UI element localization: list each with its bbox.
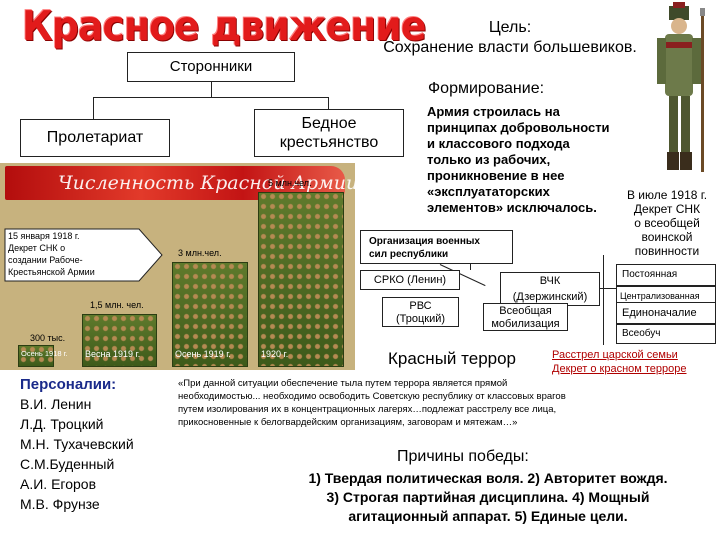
connector [603, 255, 604, 345]
formation-line: Армия строилась на [427, 104, 560, 119]
mobilization-box: Всеобщая мобилизация [483, 303, 568, 331]
connector [211, 82, 212, 98]
mobilization-line: мобилизация [491, 318, 560, 330]
formation-line: элементов» исключалось. [427, 200, 597, 215]
org-heading-box: Организация военных сил республики [360, 230, 513, 264]
supporters-box: Сторонники [127, 52, 295, 82]
chart-value-label: 5 млн.чел. [268, 178, 312, 188]
chart-bar [258, 192, 344, 367]
connector [600, 288, 616, 289]
victory-line: 1) Твердая политическая воля. 2) Авторит… [308, 470, 668, 486]
soldier-illustration [657, 2, 705, 172]
org-heading-line: сил республики [369, 249, 449, 260]
chart-bar [18, 345, 54, 367]
formation-line: только из рабочих, [427, 152, 551, 167]
goal-block: Цель: Сохранение власти большевиков. [360, 18, 660, 58]
chart-title: Численность Красной Армии [58, 172, 359, 194]
goal-colon: : [526, 19, 532, 36]
connector [93, 97, 329, 98]
link-red-terror-decree[interactable]: Декрет о красном терроре [552, 363, 687, 375]
persons-heading: Персоналии: [20, 376, 117, 393]
person-name: М.Н. Тухачевский [20, 436, 134, 452]
goal-text: Сохранение власти большевиков. [383, 39, 637, 56]
decree-note: 15 января 1918 г. Декрет СНК о создании … [8, 230, 95, 278]
quote-line: путем изолирования их в концентрационных… [178, 404, 557, 415]
rvs-box: РВС (Троцкий) [382, 297, 459, 327]
july-line: Декрет СНК [633, 202, 701, 216]
org-heading-line: Организация военных [369, 236, 480, 247]
person-name: В.И. Ленин [20, 396, 92, 412]
terror-quote: «При данной ситуации обеспечение тыла пу… [178, 377, 718, 429]
chart-value-label: 1,5 млн. чел. [90, 300, 144, 310]
quote-line: прикосновенные к белогвардейским организ… [178, 417, 518, 428]
srko-label: СРКО (Ленин) [373, 274, 447, 286]
chart-bar [172, 262, 248, 367]
side-box-label: Постоянная [622, 269, 678, 280]
persons-list: В.И. Ленин Л.Д. Троцкий М.Н. Тухачевский… [20, 394, 134, 514]
chart-category-label: Осень 1918 г. [21, 349, 68, 358]
supporters-label: Сторонники [169, 58, 253, 75]
proletariat-label: Пролетариат [46, 129, 144, 146]
page-title: Красное движение [22, 2, 426, 50]
decree-arrow [4, 228, 163, 282]
decree-line: Декрет СНК о [8, 243, 66, 253]
person-name: С.М.Буденный [20, 456, 115, 472]
july-line: повинности [634, 244, 700, 258]
july-decree-note: В июле 1918 г. Декрет СНК о всеобщей вои… [616, 188, 718, 258]
person-name: Л.Д. Троцкий [20, 416, 104, 432]
terror-heading: Красный террор [388, 349, 517, 368]
victory-line: агитационный аппарат. 5) Единые цели. [348, 508, 628, 524]
side-box-vseobuch: Всеобуч [616, 324, 716, 344]
victory-heading: Причины победы: [397, 448, 529, 465]
chart-category-label: Весна 1919 г. [85, 349, 141, 359]
peasantry-box: Бедное крестьянство [254, 109, 404, 157]
peasantry-line: Бедное [301, 115, 357, 132]
person-name: М.В. Фрунзе [20, 496, 100, 512]
vchk-line: ВЧК [539, 275, 561, 287]
side-box-label: Централизованная [620, 291, 700, 301]
person-name: А.И. Егоров [20, 476, 97, 492]
link-tsar-family[interactable]: Расстрел царской семьи [552, 349, 678, 361]
victory-list: 1) Твердая политическая воля. 2) Авторит… [268, 469, 708, 526]
chart-bar [82, 314, 157, 367]
quote-line: «При данной ситуации обеспечение тыла пу… [178, 378, 508, 389]
chart-category-label: Осень 1919 г. [175, 349, 231, 359]
decree-line: Крестьянской Армии [8, 267, 95, 277]
formation-line: принципах добровольности [427, 120, 610, 135]
quote-line: необходимостью... необходимо освободить … [178, 391, 566, 402]
connector [93, 97, 94, 119]
side-box-one-man: Единоначалие [616, 302, 716, 324]
vchk-line: (Дзержинский) [512, 291, 588, 303]
srko-box: СРКО (Ленин) [360, 270, 460, 290]
side-box-label: Всеобуч [622, 328, 661, 339]
terror-links[interactable]: Расстрел царской семьи Декрет о красном … [552, 348, 687, 376]
rvs-line: (Троцкий) [395, 313, 446, 325]
rvs-line: РВС [409, 300, 432, 312]
july-line: о всеобщей [634, 216, 700, 230]
mobilization-line: Всеобщая [499, 305, 552, 317]
july-line: воинской [641, 230, 693, 244]
chart-value-label: 3 млн.чел. [178, 248, 222, 258]
goal-label: Цель [488, 19, 527, 36]
connector [328, 97, 329, 109]
vchk-box: ВЧК (Дзержинский) [500, 272, 600, 306]
formation-line: и классового подхода [427, 136, 570, 151]
formation-heading: Формирование: [428, 80, 545, 97]
proletariat-box: Пролетариат [20, 119, 170, 157]
connector [470, 264, 471, 270]
chart-category-label: 1920 г. [261, 349, 289, 359]
chart-value-label: 300 тыс. [30, 333, 66, 343]
formation-line: «эксплуататорских [427, 184, 550, 199]
peasantry-line: крестьянство [279, 134, 379, 151]
side-box-permanent: Постоянная [616, 264, 716, 286]
victory-line: 3) Строгая партийная дисциплина. 4) Мощн… [326, 489, 650, 505]
july-line: В июле 1918 г. [626, 188, 708, 202]
decree-line: 15 января 1918 г. [8, 231, 80, 241]
formation-text: Армия строилась на принципах добровольно… [427, 104, 627, 216]
formation-line: проникновение в нее [427, 168, 565, 183]
decree-line: создании Рабоче- [8, 255, 83, 265]
side-box-label: Единоначалие [622, 307, 697, 319]
